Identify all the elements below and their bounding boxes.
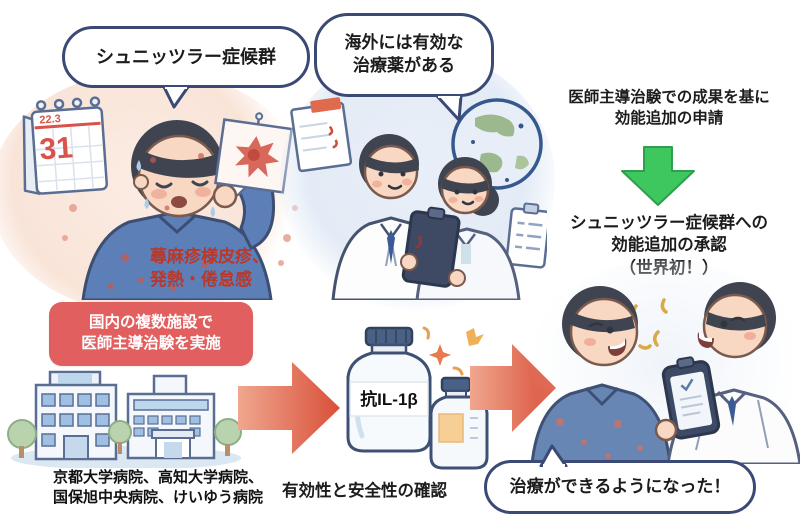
symptoms-caption: 蕁麻疹様皮疹、 発熱・倦怠感 <box>150 246 340 292</box>
sparkle-icon <box>429 344 451 366</box>
calendar-day-text: 31 <box>38 131 74 166</box>
red-arrow-right-icon-2 <box>470 344 556 432</box>
bubble3-tail <box>539 444 568 467</box>
hospital-names: 京都大学病院、高知大学病院、 国保旭中央病院、けいゆう病院 <box>18 468 298 509</box>
patient-doctor-illustration <box>530 282 800 464</box>
vial-label-text: 抗IL-1β <box>360 389 418 409</box>
red-arrow-right-icon-1 <box>238 362 340 454</box>
hospital-names-line2: 国保旭中央病院、けいゆう病院 <box>52 489 263 507</box>
bubble3-text: 治療ができるようになった！ <box>509 476 731 496</box>
medicine-vials-illustration: 抗IL-1β <box>346 326 489 470</box>
application-line2: 効能追加の申請 <box>614 109 724 127</box>
sick-man-illustration <box>62 120 298 300</box>
application-line1: 医師主導治験での成果を基に <box>568 89 770 106</box>
rash-picture-icon <box>214 112 294 194</box>
hospital-buildings-illustration <box>7 370 242 468</box>
trial-badge-line2: 医師主導治験を実施 <box>81 335 221 352</box>
approval-line1: シュニッツラー症候群への <box>570 214 768 232</box>
symptoms-line2: 発熱・倦怠感 <box>150 269 252 289</box>
doctors-illustration <box>290 97 547 300</box>
trial-badge-line1: 国内の複数施設で <box>88 314 213 332</box>
bubble2-line1: 海外には有効な <box>344 33 464 53</box>
speech-bubble-schnitzler: シュニッツラー症候群 <box>62 26 310 109</box>
calendar-header-text: 22.3 <box>39 113 61 126</box>
speech-bubble-overseas: 海外には有効な 治療薬がある <box>314 13 494 122</box>
bubble1-tail <box>162 87 190 109</box>
bubble1-text: シュニッツラー症候群 <box>96 46 276 67</box>
speech-bubble-outcome: 治療ができるようになった！ <box>484 444 756 514</box>
trial-badge: 国内の複数施設で 医師主導治験を実施 <box>49 302 253 366</box>
bubble2-line2: 治療薬がある <box>353 56 455 75</box>
calendar-icon: 22.3 31 <box>22 96 109 195</box>
hospital-names-line1: 京都大学病院、高知大学病院、 <box>52 469 263 486</box>
approval-line2: 効能追加の承認 <box>611 236 727 255</box>
efficacy-caption: 有効性と安全性の確認 <box>282 482 447 500</box>
green-arrow-down-icon <box>621 146 695 206</box>
application-text: 医師主導治験での成果を基に 効能追加の申請 <box>538 88 800 130</box>
symptoms-line1: 蕁麻疹様皮疹、 <box>150 247 269 266</box>
bubble2-tail <box>435 96 463 122</box>
